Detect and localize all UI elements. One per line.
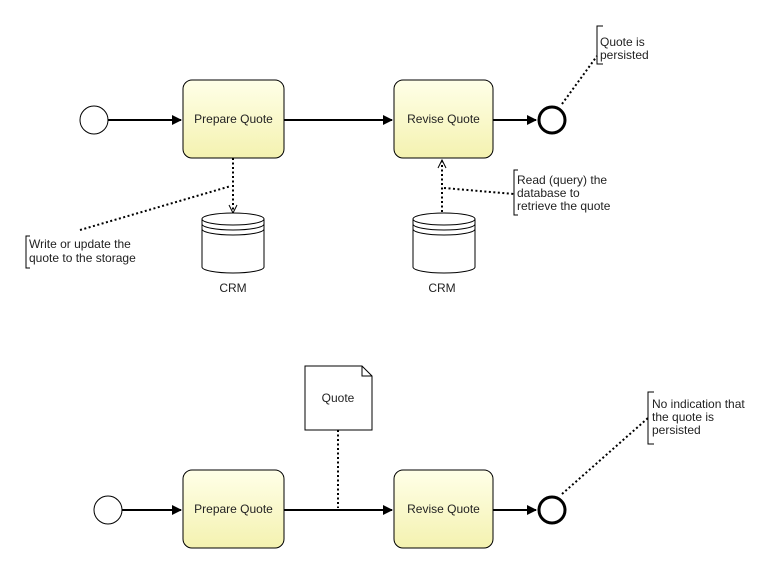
data-store-body <box>201 219 265 274</box>
data-store-body <box>412 219 476 274</box>
annotation-line: Quote is <box>600 35 645 49</box>
data-store-crm-left[interactable]: CRM <box>201 212 265 295</box>
annotation-line: the quote is <box>652 410 714 424</box>
annotation-bracket <box>647 391 654 445</box>
annotation-line: retrieve the quote <box>517 199 611 213</box>
task-label: Revise Quote <box>407 112 480 126</box>
data-store-label: CRM <box>428 281 455 295</box>
annotation-line: No indication that <box>652 397 745 411</box>
data-store-label: CRM <box>219 281 246 295</box>
task-label: Prepare Quote <box>194 112 273 126</box>
end-event[interactable] <box>537 105 567 135</box>
annotation-bracket <box>596 25 603 65</box>
diagram-2: Prepare Quote Revise Quote Quote No indi… <box>93 365 745 549</box>
data-store-top <box>201 212 265 226</box>
annotation-line: persisted <box>600 48 649 62</box>
end-event[interactable] <box>537 495 567 525</box>
data-store-ring <box>201 223 265 231</box>
diagram-1: Prepare Quote Revise Quote Quote is pers… <box>25 25 649 295</box>
association <box>561 55 598 105</box>
association <box>443 187 515 195</box>
annotation-bracket <box>25 235 30 269</box>
data-store-top <box>412 212 476 226</box>
data-object-body <box>304 365 373 431</box>
task-label: Prepare Quote <box>194 502 273 516</box>
task-prepare-quote[interactable]: Prepare Quote <box>182 469 285 549</box>
annotation-line: Write or update the <box>29 237 131 251</box>
annotation-line: quote to the storage <box>29 251 136 265</box>
annotation-line: Read (query) the <box>517 173 607 187</box>
annotation-quote-persisted: Quote is persisted <box>596 25 649 65</box>
data-store-crm-right[interactable]: CRM <box>412 212 476 295</box>
annotation-write-update: Write or update the quote to the storage <box>25 235 136 269</box>
annotation-no-indication: No indication that the quote is persiste… <box>647 391 745 445</box>
annotation-line: database to <box>517 186 580 200</box>
task-revise-quote[interactable]: Revise Quote <box>393 79 494 159</box>
start-event[interactable] <box>93 495 123 525</box>
data-store-ring <box>201 228 265 236</box>
annotation-bracket <box>513 169 518 216</box>
task-label: Revise Quote <box>407 502 480 516</box>
data-store-ring <box>412 228 476 236</box>
data-store-ring <box>412 223 476 231</box>
annotation-line: persisted <box>652 423 701 437</box>
data-object-label: Quote <box>322 391 355 405</box>
task-revise-quote[interactable]: Revise Quote <box>393 469 494 549</box>
task-prepare-quote[interactable]: Prepare Quote <box>182 79 285 159</box>
start-event[interactable] <box>79 105 109 135</box>
data-object-fold <box>361 366 372 377</box>
annotation-read-query: Read (query) the database to retrieve th… <box>513 169 611 216</box>
data-object-quote[interactable]: Quote <box>304 365 373 431</box>
association <box>79 185 232 231</box>
association <box>561 417 649 495</box>
